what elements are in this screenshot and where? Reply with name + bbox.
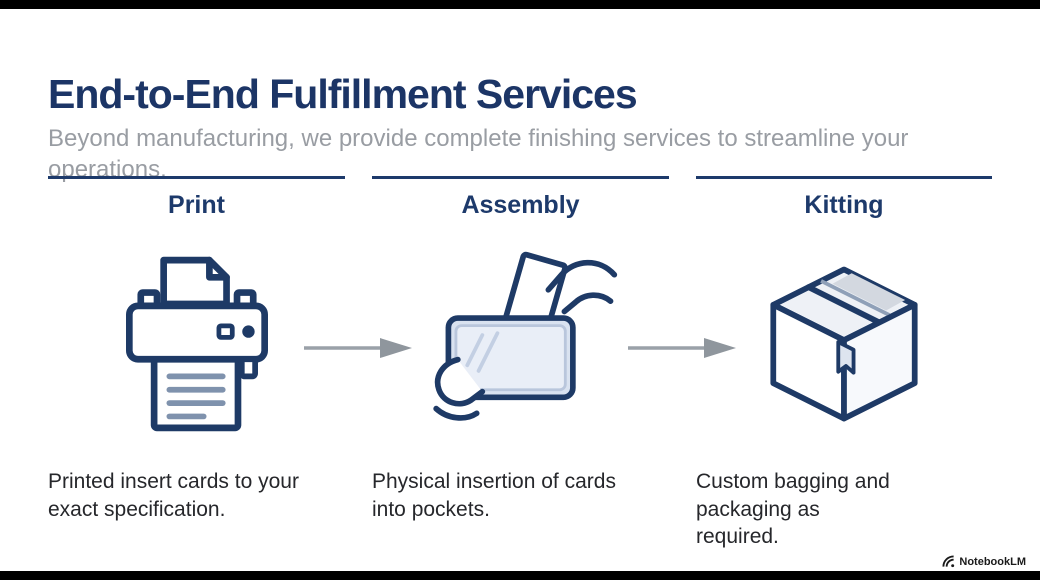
column-description: Physical insertion of cards into pockets…	[372, 470, 616, 521]
bottom-black-bar	[0, 571, 1040, 580]
page-subtitle: Beyond manufacturing, we provide complet…	[48, 125, 909, 183]
shipping-box-icon	[696, 220, 992, 468]
column-title: Kitting	[804, 191, 884, 219]
card-insertion-icon-svg	[432, 251, 617, 421]
top-black-bar	[0, 0, 1040, 9]
shipping-box-icon-svg	[770, 266, 918, 422]
watermark: NotebookLM	[942, 555, 1026, 568]
notebooklm-logo-icon	[942, 555, 955, 568]
card-insertion-icon	[372, 220, 669, 468]
column-kitting: Kitting Custom bagging and packaging as …	[696, 176, 992, 551]
printer-icon-svg	[125, 256, 268, 432]
column-description: Printed insert cards to your exact speci…	[48, 470, 299, 521]
right-arrow-icon	[302, 335, 414, 366]
watermark-label: NotebookLM	[959, 555, 1026, 568]
page-title: End-to-End Fulfillment Services	[48, 71, 638, 118]
column-description: Custom bagging and packaging as required…	[696, 470, 890, 549]
column-title: Print	[168, 191, 225, 219]
right-arrow-icon	[626, 335, 738, 366]
printer-icon	[48, 220, 345, 468]
column-print: Print	[48, 176, 345, 551]
service-columns: Print	[48, 176, 992, 551]
column-title: Assembly	[461, 191, 580, 219]
column-assembly: Assembly	[372, 176, 669, 551]
